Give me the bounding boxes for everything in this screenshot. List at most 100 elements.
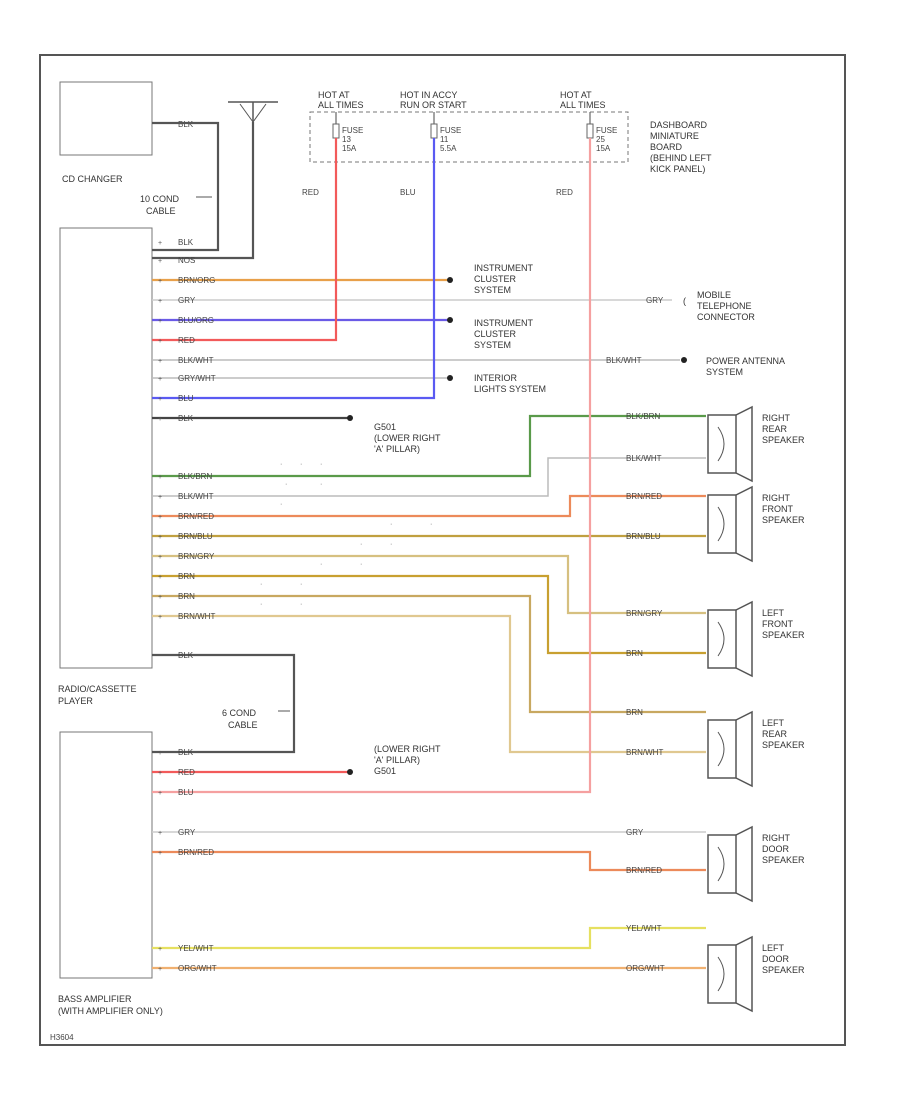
splice-mark: · bbox=[360, 541, 362, 548]
bass-amp-label-2: (WITH AMPLIFIER ONLY) bbox=[58, 1006, 163, 1016]
fuse-box-label-0: DASHBOARD bbox=[650, 120, 708, 130]
speaker-wire-label: BRN/GRY bbox=[178, 552, 215, 561]
speaker-icon bbox=[707, 485, 753, 563]
pin-mark: + bbox=[158, 770, 162, 777]
antenna-wire-label: BLK/WHT bbox=[606, 356, 642, 365]
splice-mark: · bbox=[260, 601, 262, 608]
phone-connector-label-2: CONNECTOR bbox=[697, 312, 755, 322]
radio-wire-label: GRY/WHT bbox=[178, 374, 216, 383]
fuse-hot-label: HOT IN ACCY bbox=[400, 90, 457, 100]
amp-wire-label: BLK bbox=[178, 748, 194, 757]
six-cond-cable-wire bbox=[152, 653, 296, 754]
speaker-cone bbox=[735, 600, 753, 678]
amp-wire-label: BLU bbox=[178, 788, 194, 797]
speaker-wire-lr-2 bbox=[152, 614, 706, 754]
speaker-pin-wire-label: BRN bbox=[626, 649, 643, 658]
speaker-coil bbox=[717, 956, 725, 992]
fuse-label: 11 bbox=[440, 135, 449, 144]
speaker-label-0: LEFT bbox=[762, 608, 785, 618]
speaker-pin-wire-label: BRN/RED bbox=[626, 492, 662, 501]
pin-mark: + bbox=[158, 790, 162, 797]
speaker-icon bbox=[707, 405, 753, 483]
cable10-label-2: CABLE bbox=[146, 206, 176, 216]
destination-label-2: SYSTEM bbox=[474, 285, 511, 295]
arrow-head-icon bbox=[347, 415, 353, 421]
pin-mark: + bbox=[158, 614, 162, 621]
amp-ground-label-2: G501 bbox=[374, 766, 396, 776]
speaker-pin-wire-label: BRN/RED bbox=[626, 866, 662, 875]
amp-ground-label-0: (LOWER RIGHT bbox=[374, 744, 441, 754]
destination-label-2: 'A' PILLAR) bbox=[374, 444, 420, 454]
speaker-label-1: DOOR bbox=[762, 844, 790, 854]
fuse-box-outline bbox=[309, 111, 629, 163]
speaker-pin-wire-label: BRN/BLU bbox=[626, 532, 661, 541]
speaker-pin-wire-label: YEL/WHT bbox=[626, 924, 662, 933]
labels-layer: BLK+NOS+BRN/ORG+GRY+BLU/ORG+RED+BLK/WHT+… bbox=[158, 196, 805, 975]
speaker-label-1: FRONT bbox=[762, 504, 793, 514]
speaker-wire-rf-1 bbox=[152, 494, 706, 518]
radio-box bbox=[59, 227, 153, 669]
destination-label-1: (LOWER RIGHT bbox=[374, 433, 441, 443]
speaker-coil bbox=[717, 846, 725, 882]
fuse-label: FUSE bbox=[440, 126, 461, 135]
cable6-label-1: 6 COND bbox=[222, 708, 257, 718]
radio-amp-wire-label: BLK bbox=[178, 651, 194, 660]
radio-wire-label: RED bbox=[178, 336, 195, 345]
footer-code: H3604 bbox=[50, 1033, 74, 1042]
speaker-wire-lr-1 bbox=[152, 594, 706, 714]
speaker-icon bbox=[707, 825, 753, 903]
destination-label-2: SYSTEM bbox=[474, 340, 511, 350]
destination-label-1: CLUSTER bbox=[474, 274, 517, 284]
pin-mark: + bbox=[158, 376, 162, 383]
radio-wire-label: BRN/ORG bbox=[178, 276, 215, 285]
amp-wire-brn-red bbox=[152, 850, 706, 872]
speaker-wire-lf-1 bbox=[152, 554, 706, 615]
radio-wire-label: BLU bbox=[178, 394, 194, 403]
fuse-hot-label: HOT AT bbox=[318, 90, 350, 100]
amp-wire-label: ORG/WHT bbox=[178, 964, 217, 973]
pin-mark: + bbox=[158, 830, 162, 837]
speaker-icon bbox=[707, 600, 753, 678]
splice-mark: · bbox=[300, 581, 302, 588]
speaker-cone bbox=[735, 825, 753, 903]
speaker-cone bbox=[735, 485, 753, 563]
pin-mark: + bbox=[158, 258, 162, 265]
speaker-wire-label: BRN bbox=[178, 592, 195, 601]
splice-mark: · bbox=[320, 561, 322, 568]
fuse-box-label-3: (BEHIND LEFT bbox=[650, 153, 712, 163]
bass-amp-box bbox=[59, 731, 153, 979]
destination-label-1: CLUSTER bbox=[474, 329, 517, 339]
pin-mark: + bbox=[158, 240, 162, 247]
radio-label-2: PLAYER bbox=[58, 696, 93, 706]
pin-mark: + bbox=[158, 750, 162, 757]
destination-label-0: G501 bbox=[374, 422, 396, 432]
speaker-label-2: SPEAKER bbox=[762, 515, 805, 525]
speaker-pin-wire-label: BLK/WHT bbox=[626, 454, 662, 463]
fuse-wire-label: BLU bbox=[400, 188, 416, 197]
speaker-label-1: REAR bbox=[762, 424, 788, 434]
pin-mark: + bbox=[158, 574, 162, 581]
radio-wire-red bbox=[152, 138, 338, 342]
speaker-label-0: LEFT bbox=[762, 943, 785, 953]
pin-mark: + bbox=[158, 298, 162, 305]
amp-ground-label-1: 'A' PILLAR) bbox=[374, 755, 420, 765]
fuse-label: 15A bbox=[342, 144, 357, 153]
phone-connector-label-0: MOBILE bbox=[697, 290, 731, 300]
cd-wire-label: BLK bbox=[178, 120, 194, 129]
speaker-label-0: RIGHT bbox=[762, 413, 791, 423]
pin-mark: + bbox=[158, 318, 162, 325]
splice-mark: · bbox=[285, 481, 287, 488]
phone-wire-label: GRY bbox=[646, 296, 664, 305]
arrow-head-icon bbox=[347, 769, 353, 775]
fuse-hot-label: HOT AT bbox=[560, 90, 592, 100]
cd-changer-wire bbox=[152, 121, 220, 252]
speaker-pin-wire-label: BRN/GRY bbox=[626, 609, 663, 618]
amp-wire-label: BRN/RED bbox=[178, 848, 214, 857]
arrow-head-icon bbox=[447, 375, 453, 381]
amp-wire-yel-wht bbox=[152, 926, 706, 950]
arrow-head-icon bbox=[447, 277, 453, 283]
splice-mark: · bbox=[280, 461, 282, 468]
speaker-body bbox=[707, 414, 737, 474]
